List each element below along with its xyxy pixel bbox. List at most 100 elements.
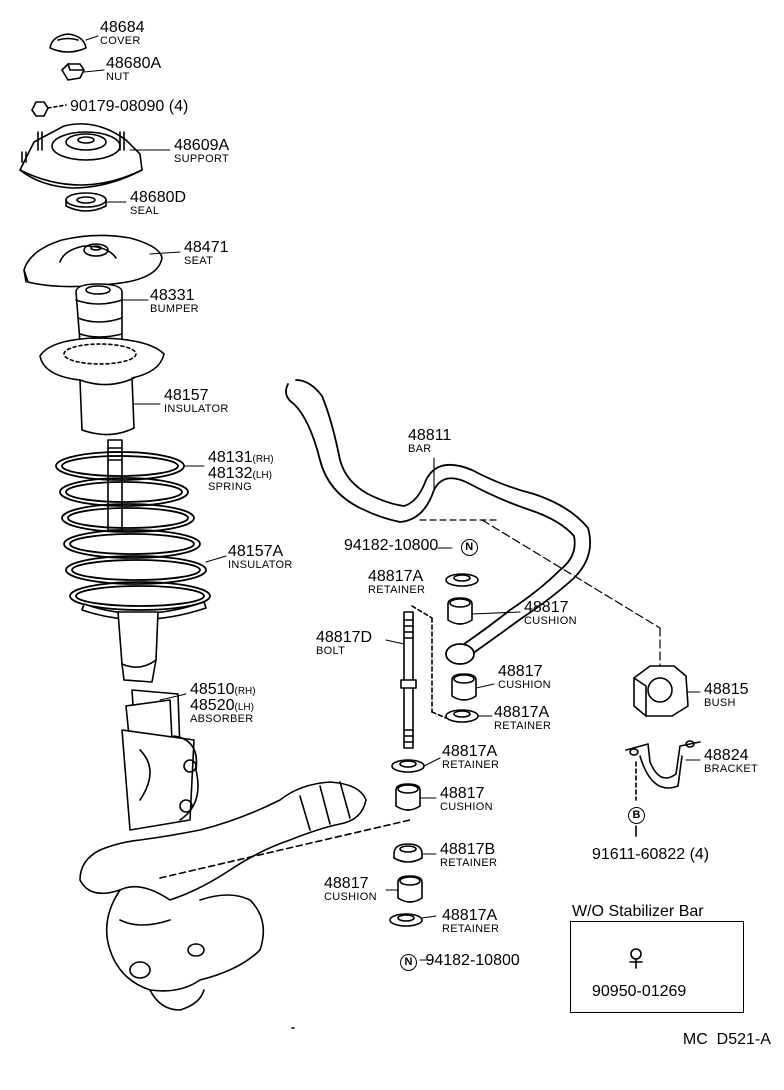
spring-number-lh: 48132 (208, 465, 253, 482)
retainer-1-drawing (445, 573, 479, 587)
support-drawing (19, 123, 143, 189)
retainer-1-name: RETAINER (368, 584, 426, 596)
bar-number: 48811 (408, 427, 452, 444)
label-retainer-4: 48817B RETAINER (440, 842, 497, 869)
label-bush: 48815 BUSH (704, 682, 749, 709)
cushion-4-name: CUSHION (324, 891, 377, 903)
b-symbol-icon: B (628, 807, 645, 824)
label-retainer-1: 48817A RETAINER (368, 569, 425, 596)
bracket-drawing (625, 740, 701, 801)
bush-number: 48815 (704, 681, 749, 698)
bumper-number: 48331 (150, 287, 195, 304)
label-retainer-2: 48817A RETAINER (494, 705, 551, 732)
label-nut: 48680A NUT (106, 56, 161, 83)
label-support: 48609A SUPPORT (174, 138, 229, 165)
label-support-nut: 90179-08090 (4) (70, 99, 188, 115)
nut-lower-number: 94182-10800 (425, 952, 520, 969)
seat-drawing (23, 234, 163, 288)
wo-box (570, 921, 744, 1013)
spring-suffix-rh: (RH) (252, 454, 274, 465)
spring-name: SPRING (208, 481, 252, 493)
cushion-2-name: CUSHION (498, 679, 551, 691)
label-cover: 48684 COVER (100, 20, 145, 47)
cushion-4-number: 48817 (324, 875, 369, 892)
wo-part-number: 90950-01269 (592, 983, 687, 1000)
stabilizer-bar-drawing (285, 379, 661, 667)
insulator-upper-name: INSULATOR (164, 403, 229, 415)
bolt-drawing (400, 605, 447, 749)
absorber-name: ABSORBER (190, 713, 254, 725)
absorber-suffix-rh: (RH) (234, 686, 256, 697)
insulator-upper-drawing (39, 337, 165, 436)
retainer-2-name: RETAINER (494, 720, 552, 732)
nut-drawing (61, 63, 85, 81)
absorber-number-lh: 48520 (190, 697, 235, 714)
support-name: SUPPORT (174, 153, 230, 165)
label-retainer-3: 48817A RETAINER (442, 744, 499, 771)
cushion-3-number: 48817 (440, 785, 485, 802)
bar-name: BAR (408, 443, 432, 455)
bolt-name: BOLT (316, 645, 346, 657)
label-nut-lower: N 94182-10800 (400, 953, 520, 971)
label-bolt: 48817D BOLT (316, 630, 372, 657)
retainer-3-drawing (391, 759, 425, 773)
knuckle-drawing (79, 781, 411, 1011)
label-absorber: 48510(RH) 48520(LH) ABSORBER (190, 682, 256, 725)
label-cushion-4: 48817 CUSHION (324, 876, 377, 903)
label-bracket-bolt: 91611-60822 (4) (592, 847, 709, 863)
label-bar: 48811 BAR (408, 428, 451, 455)
seat-name: SEAT (184, 255, 214, 267)
retainer-5-number: 48817A (442, 907, 498, 924)
label-seal: 48680D SEAL (130, 190, 186, 217)
spring-suffix-lh: (LH) (252, 470, 272, 481)
retainer-4-number: 48817B (440, 841, 496, 858)
label-insulator-upper: 48157 INSULATOR (164, 388, 229, 415)
cushion-3-drawing (395, 783, 421, 811)
support-nut-number: 90179-08090 (4) (70, 98, 189, 115)
seal-drawing (65, 192, 107, 212)
bolt-number: 48817D (316, 629, 373, 646)
cover-drawing (49, 33, 87, 53)
bumper-name: BUMPER (150, 303, 199, 315)
wo-box-title: W/O Stabilizer Bar (572, 903, 704, 920)
nut-upper-number: 94182-10800 (344, 537, 439, 554)
label-cushion-3: 48817 CUSHION (440, 786, 493, 813)
insulator-lower-number: 48157A (228, 543, 284, 560)
figure-code: MC D521-A (674, 1016, 771, 1048)
label-bracket: 48824 BRACKET (704, 748, 758, 775)
seal-number: 48680D (130, 189, 187, 206)
cushion-2-drawing (451, 673, 477, 701)
spring-number-rh: 48131 (208, 449, 253, 466)
retainer-5-name: RETAINER (442, 923, 500, 935)
retainer-1-number: 48817A (368, 568, 424, 585)
retainer-5-drawing (389, 913, 423, 927)
seal-name: SEAL (130, 205, 160, 217)
retainer-4-drawing (393, 843, 423, 863)
bush-name: BUSH (704, 697, 736, 709)
spring-drawing (55, 451, 211, 611)
seat-number: 48471 (184, 239, 229, 256)
cushion-1-name: CUSHION (524, 615, 577, 627)
insulator-upper-number: 48157 (164, 387, 209, 404)
label-bracket-bolt-symbol: B (628, 806, 645, 824)
wo-clip-drawing (629, 948, 643, 969)
retainer-3-number: 48817A (442, 743, 498, 760)
label-seat: 48471 SEAT (184, 240, 229, 267)
leader-lines (83, 35, 701, 961)
retainer-2-number: 48817A (494, 704, 550, 721)
label-bumper: 48331 BUMPER (150, 288, 199, 315)
bracket-bolt-number: 91611-60822 (4) (592, 846, 710, 863)
cover-name: COVER (100, 35, 141, 47)
support-number: 48609A (174, 137, 230, 154)
cushion-1-drawing (447, 597, 473, 625)
absorber-drawing (117, 611, 199, 831)
cushion-1-number: 48817 (524, 599, 569, 616)
label-retainer-5: 48817A RETAINER (442, 908, 499, 935)
support-nut-drawing (31, 101, 67, 117)
nut-name: NUT (106, 71, 130, 83)
nut-number: 48680A (106, 55, 162, 72)
label-spring: 48131(RH) 48132(LH) SPRING (208, 450, 274, 493)
cushion-2-number: 48817 (498, 663, 543, 680)
